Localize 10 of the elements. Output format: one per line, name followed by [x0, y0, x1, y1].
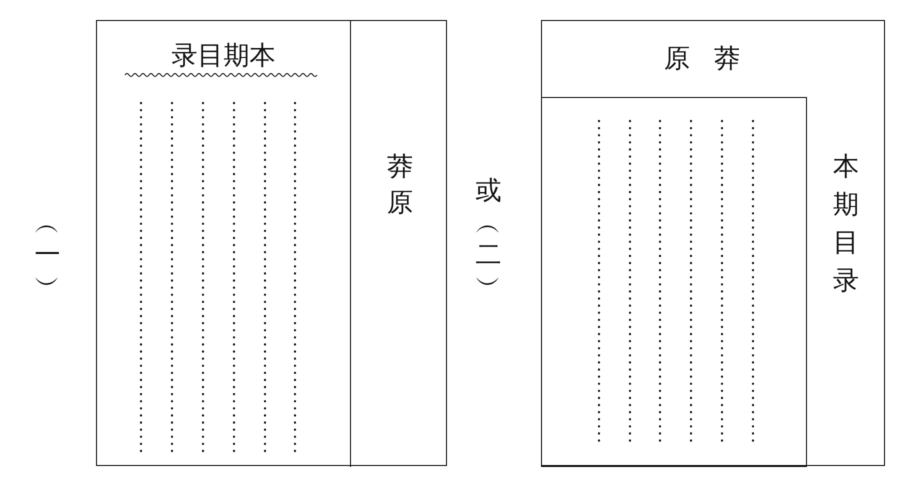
- heading: 原莽: [664, 46, 764, 72]
- content-area: [541, 97, 807, 467]
- heading: 录目期本: [172, 43, 276, 69]
- page-layout-box: [541, 20, 885, 466]
- vertical-label: ︵一︶: [34, 210, 61, 300]
- vertical-label: ︵二︶: [475, 210, 502, 300]
- vertical-heading: 本期目录: [832, 151, 860, 298]
- vertical-heading: 莽原: [386, 151, 414, 220]
- page-layout-box: [96, 20, 447, 466]
- vertical-label: 或: [475, 176, 502, 206]
